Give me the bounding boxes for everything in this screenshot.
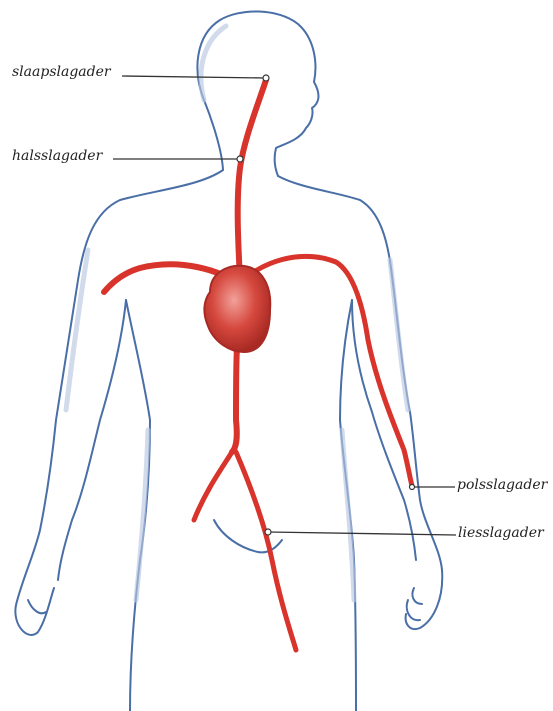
label-liesslagader: liesslagader — [458, 524, 544, 542]
arteries — [104, 80, 412, 650]
label-slaapslagader: slaapslagader — [12, 63, 111, 81]
label-halsslagader: halsslagader — [12, 147, 102, 165]
halsslagader-dot — [237, 156, 243, 162]
leader-line-liesslagader — [268, 532, 456, 535]
leader-line-slaapslagader — [122, 76, 266, 78]
liesslagader-dot — [265, 529, 271, 535]
human-body-icon — [15, 11, 442, 711]
label-polsslagader: polsslagader — [457, 476, 547, 494]
heart-icon — [204, 266, 270, 352]
slaapslagader-dot — [263, 75, 269, 81]
polsslagader-dot — [410, 485, 415, 490]
